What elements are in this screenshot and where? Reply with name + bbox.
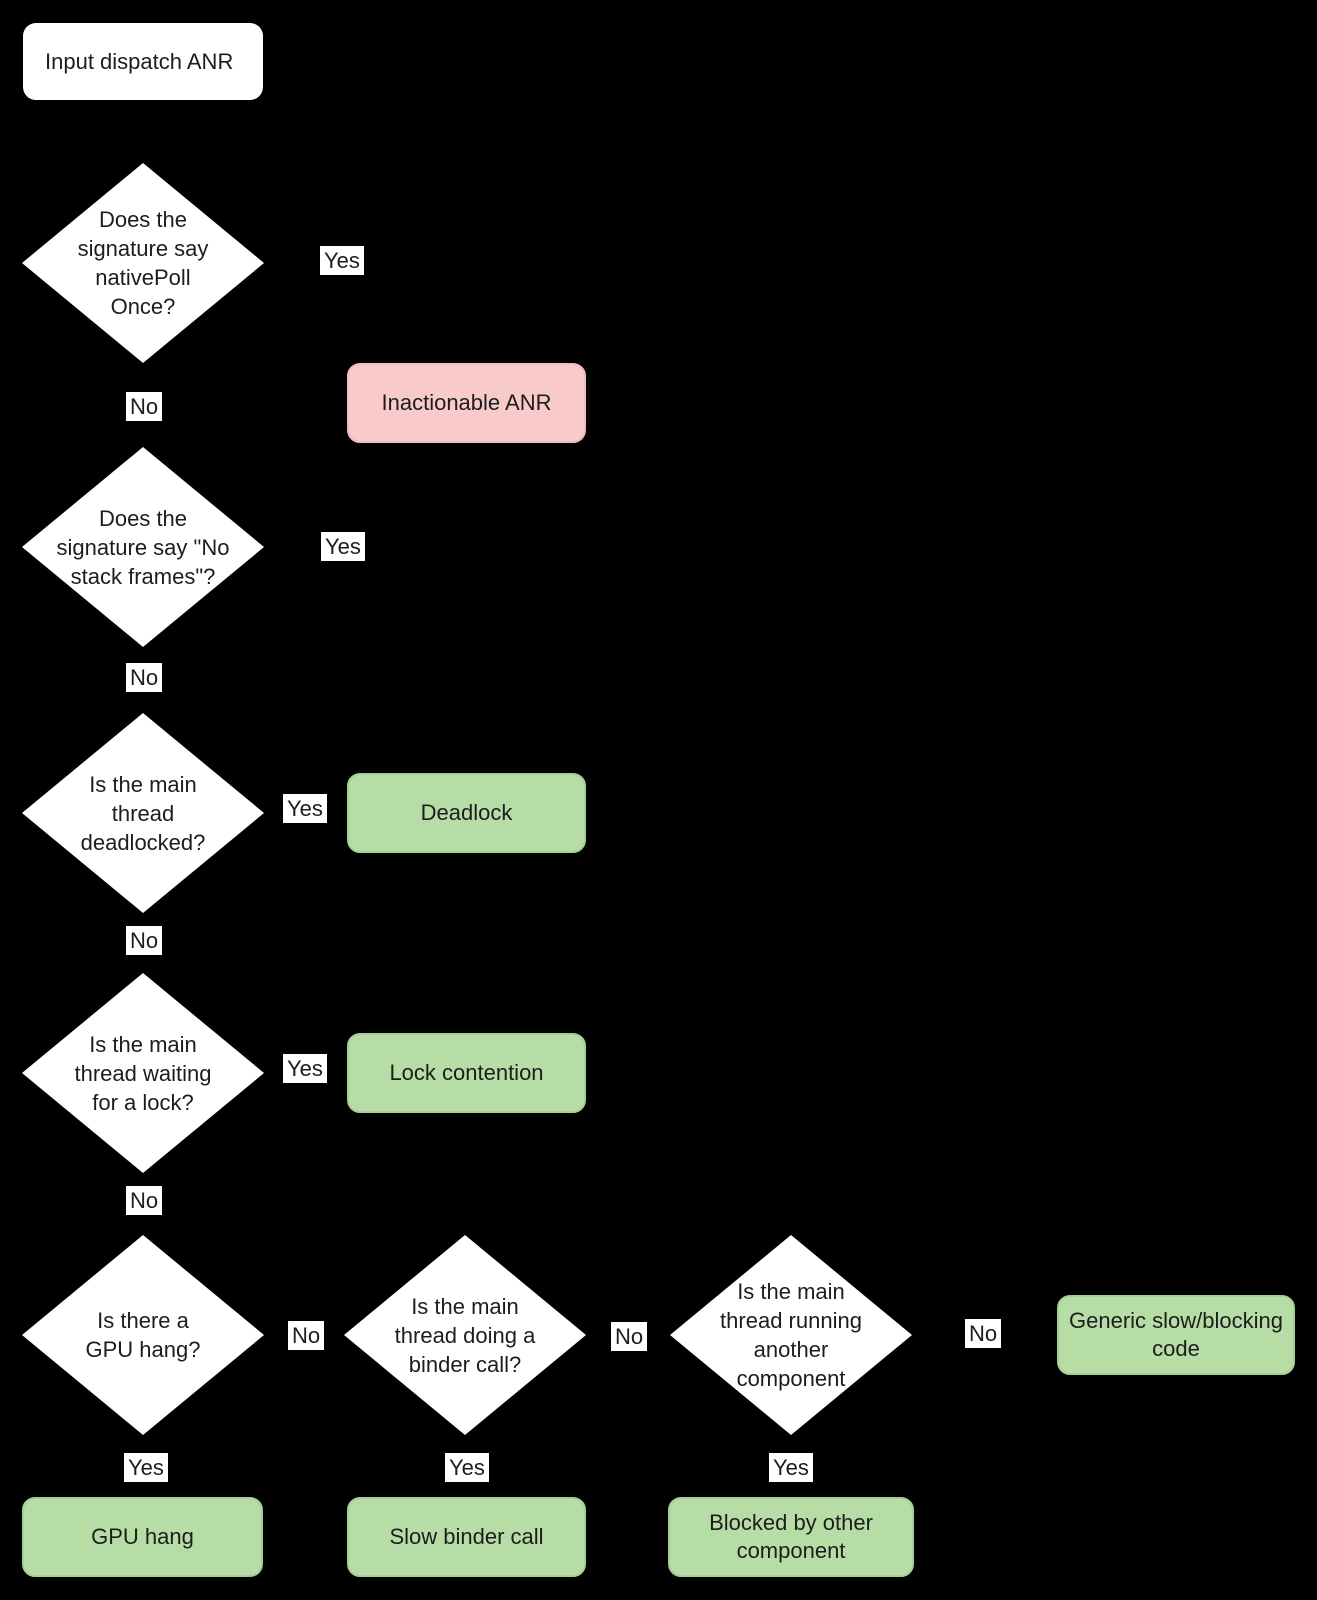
outcome-label: Generic slow/blocking code — [1069, 1308, 1283, 1361]
start-node-input-dispatch-anr: Input dispatch ANR — [23, 23, 263, 100]
edge-label-d1-no: No — [126, 392, 163, 421]
outcome-inactionable-anr: Inactionable ANR — [347, 363, 586, 443]
decision-running-another-component: Is the main thread running another compo… — [670, 1235, 912, 1435]
edge-label-d6-no: No — [611, 1322, 648, 1351]
edge-label-d3-no: No — [126, 926, 163, 955]
outcome-label: Inactionable ANR — [381, 390, 552, 415]
edge-label-d6-yes: Yes — [445, 1453, 489, 1482]
decision-signature-nativepollonce: Does the signature say nativePoll Once? — [22, 163, 264, 363]
edge-label-d5-yes: Yes — [124, 1453, 168, 1482]
outcome-label: GPU hang — [91, 1524, 194, 1549]
decision-binder-call: Is the main thread doing a binder call? — [344, 1235, 586, 1435]
edge-label-d2-yes: Yes — [321, 532, 365, 561]
outcome-blocked-by-other-component: Blocked by other component — [668, 1497, 914, 1577]
outcome-gpu-hang: GPU hang — [22, 1497, 263, 1577]
outcome-label: Lock contention — [389, 1060, 544, 1085]
edge-label-d7-yes: Yes — [769, 1453, 813, 1482]
decision-gpu-hang: Is there a GPU hang? — [22, 1235, 264, 1435]
edge-label-d1-yes: Yes — [320, 246, 364, 275]
outcome-slow-binder-call: Slow binder call — [347, 1497, 586, 1577]
edge-label-d4-yes: Yes — [283, 1054, 327, 1083]
outcome-lock-contention: Lock contention — [347, 1033, 586, 1113]
edge-label-d2-no: No — [126, 663, 163, 692]
edge-label-d3-yes: Yes — [283, 794, 327, 823]
edge-label-d5-no: No — [288, 1321, 325, 1350]
edge-label-d7-no: No — [965, 1319, 1002, 1348]
decision-main-thread-deadlocked: Is the main thread deadlocked? — [22, 713, 264, 913]
outcome-generic-slow-blocking-code: Generic slow/blocking code — [1057, 1295, 1295, 1375]
edge-label-d4-no: No — [126, 1186, 163, 1215]
start-node-label: Input dispatch ANR — [45, 48, 234, 74]
outcome-label: Slow binder call — [389, 1524, 544, 1549]
outcome-label: Deadlock — [420, 800, 513, 825]
outcome-deadlock: Deadlock — [347, 773, 586, 853]
decision-main-thread-waiting-lock: Is the main thread waiting for a lock? — [22, 973, 264, 1173]
decision-signature-no-stack-frames: Does the signature say "No stack frames"… — [22, 447, 264, 647]
outcome-label: Blocked by other component — [709, 1510, 873, 1563]
